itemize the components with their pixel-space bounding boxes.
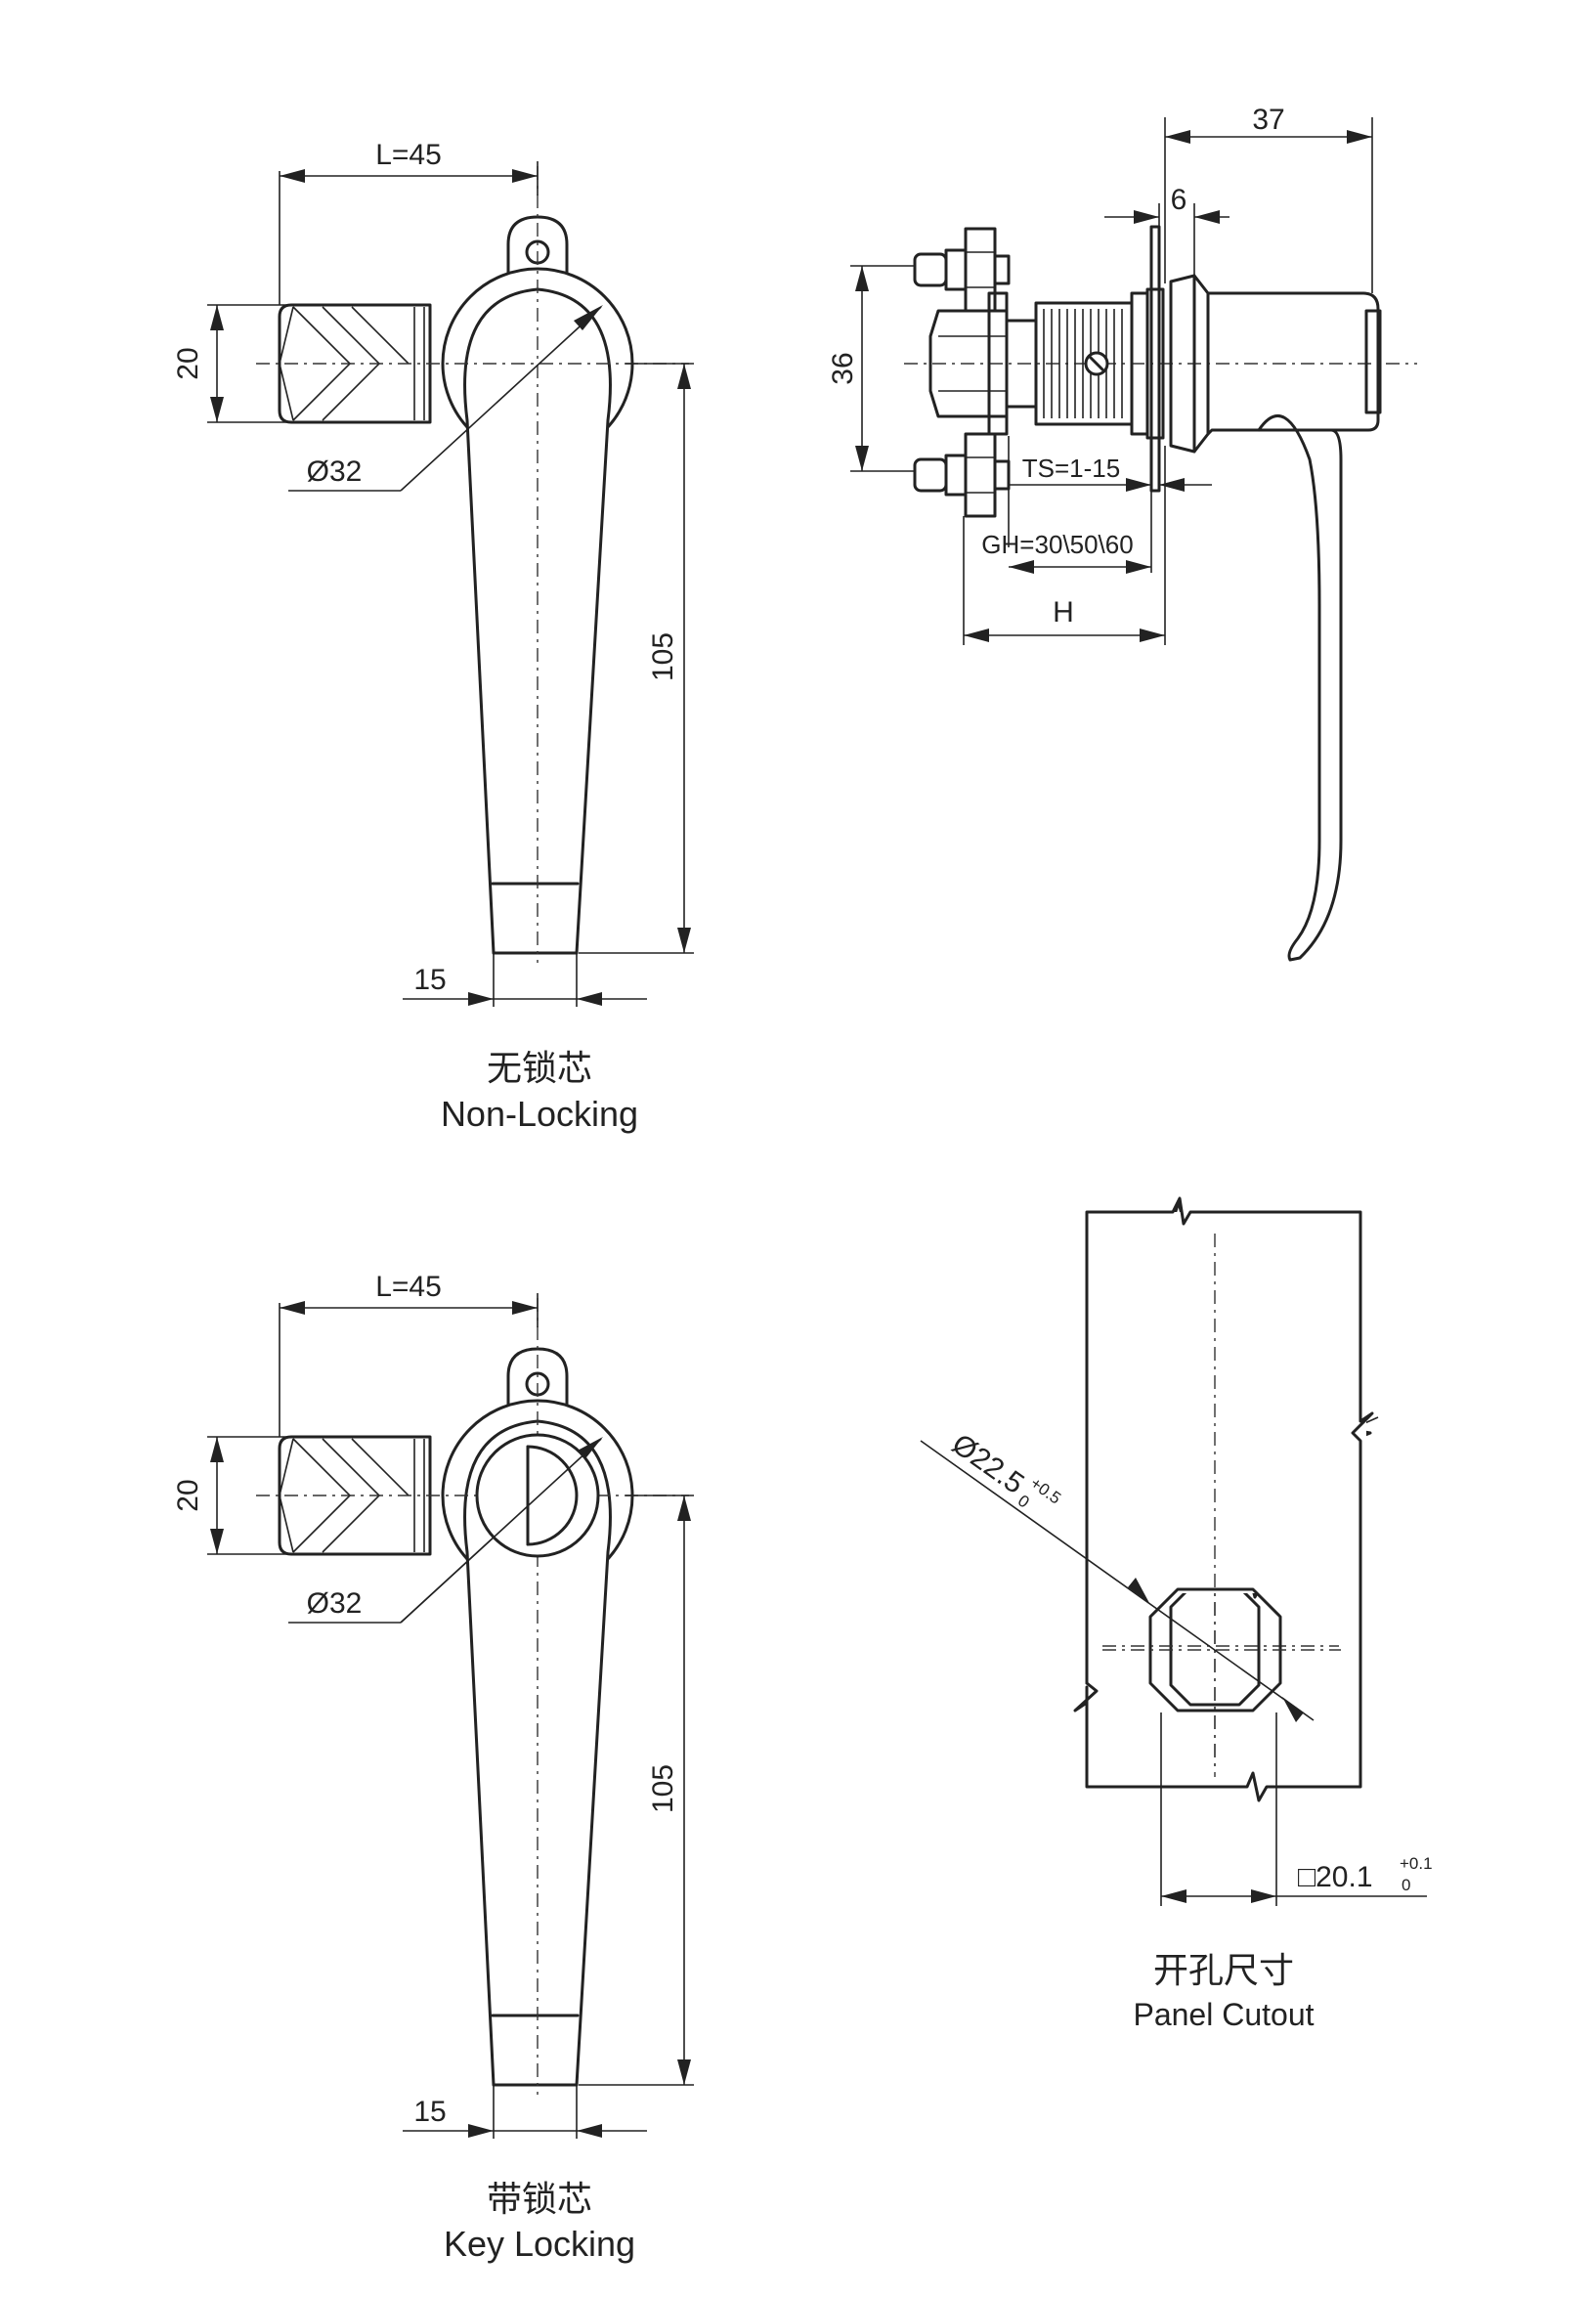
kl-length-dim: L=45 [375,1271,442,1303]
side-gh-dim: GH=30\50\60 [981,530,1133,559]
kl-caption-en: Key Locking [444,2224,635,2264]
kl-caption-cn: 带锁芯 [487,2179,592,2219]
kl-handle-length-dim: 105 [647,1764,679,1813]
nl-height-dim: 20 [172,347,204,379]
cutout-diameter-tol-upper: +0.5 [1027,1474,1064,1508]
cutout-caption-en: Panel Cutout [1133,1997,1314,2032]
side-flange-dim: 6 [1171,184,1187,216]
key-locking-view [206,1292,695,2140]
lock-cylinder [475,1433,600,1558]
panel-cutout-shape [920,1196,1427,1906]
cutout-caption-cn: 开孔尺寸 [1153,1950,1294,1990]
nl-handle-length-dim: 105 [647,632,679,681]
cutout-square-tol-upper: +0.1 [1400,1854,1433,1873]
side-ts-dim: TS=1-15 [1022,454,1120,483]
cutout-square-tol-lower: 0 [1402,1876,1410,1894]
kl-diameter-dim: Ø32 [307,1587,363,1620]
side-h-dim: H [1053,596,1074,628]
nl-diameter-dim: Ø32 [307,455,363,488]
kl-tip-width-dim: 15 [413,2096,446,2128]
nl-length-dim: L=45 [375,139,442,171]
side-cam-height-dim: 36 [827,352,859,384]
nl-caption-cn: 无锁芯 [487,1048,592,1088]
key-slot-icon [526,1445,579,1546]
cutout-square-dim: □20.1 [1298,1861,1373,1893]
nl-caption-en: Non-Locking [441,1094,638,1134]
side-depth-dim: 37 [1252,104,1284,136]
side-view [850,117,1417,962]
kl-height-dim: 20 [172,1479,204,1511]
non-locking-view [206,160,695,1008]
nl-tip-width-dim: 15 [413,964,446,996]
